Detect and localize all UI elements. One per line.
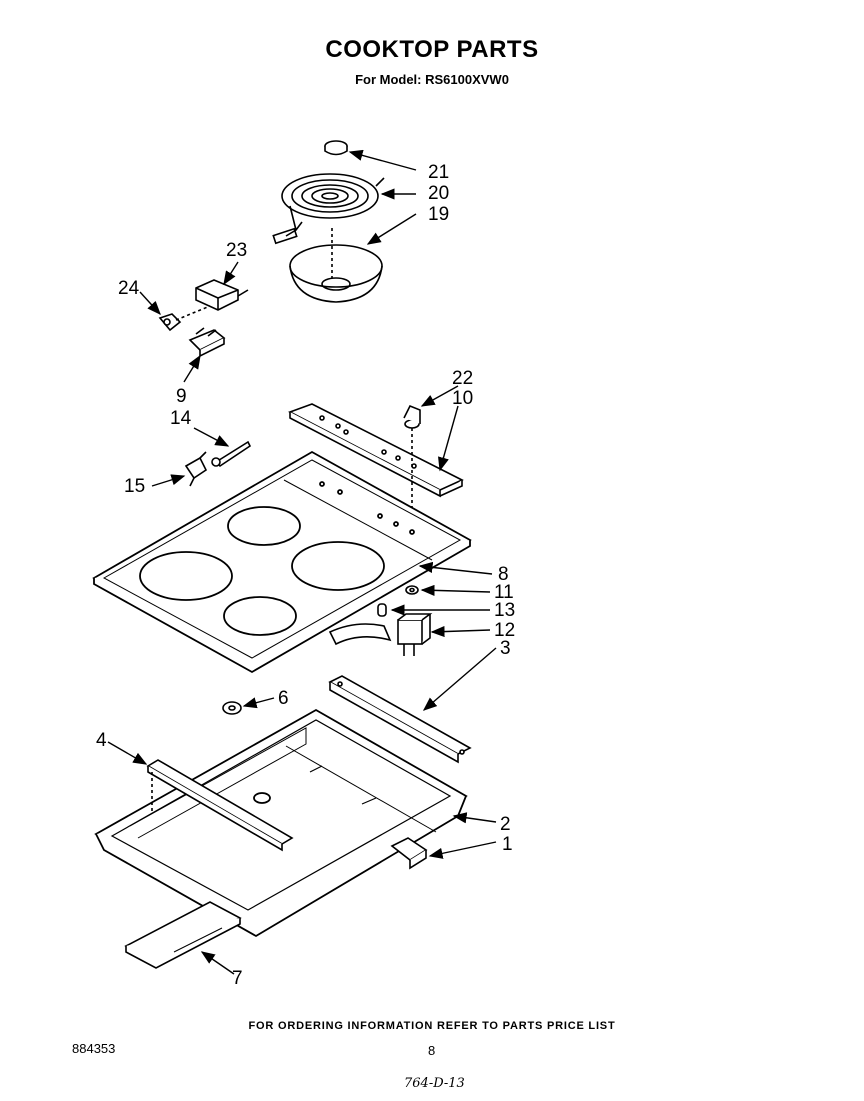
callout-labels: 21 20 19 23 24 9 22 10 14 15 8 11 13 12 … (96, 162, 515, 989)
callout-19: 19 (428, 204, 449, 225)
callout-15: 15 (124, 476, 145, 497)
knob-cap-part (324, 140, 348, 156)
callout-4: 4 (96, 730, 107, 751)
indicator-light-part (328, 603, 392, 646)
burner-box-part (94, 708, 468, 938)
callout-7: 7 (232, 968, 243, 989)
callout-10: 10 (452, 388, 473, 409)
grommet-part (405, 585, 419, 595)
callout-2: 2 (500, 814, 511, 835)
handwritten-code: 764-D-13 (404, 1076, 465, 1091)
ordering-info-note: FOR ORDERING INFORMATION REFER TO PARTS … (248, 1020, 616, 1032)
document-number: 884353 (72, 1041, 116, 1056)
terminal-clip-part (158, 305, 211, 332)
callout-3: 3 (500, 638, 511, 659)
callout-8: 8 (498, 564, 509, 585)
callout-11: 11 (494, 582, 514, 603)
page-number: 8 (428, 1043, 436, 1058)
page-title: COOKTOP PARTS (325, 36, 539, 63)
model-subtitle: For Model: RS6100XVW0 (355, 72, 509, 87)
cooktop-main-top-part (92, 450, 472, 674)
callout-22: 22 (452, 368, 473, 389)
callout-23: 23 (226, 240, 247, 261)
callout-20: 20 (428, 183, 449, 204)
clip-part (184, 451, 208, 487)
terminal-bracket-part (195, 279, 249, 311)
callout-12: 12 (494, 620, 515, 641)
callout-14: 14 (170, 408, 192, 429)
knob-part (403, 404, 421, 520)
bumper-part (222, 701, 242, 715)
infinite-switch-part (397, 613, 433, 656)
callout-13: 13 (494, 600, 515, 621)
drip-bowl-part (289, 228, 383, 303)
side-rail-part (390, 837, 428, 870)
rear-bracket-part (328, 675, 472, 764)
callout-6: 6 (278, 688, 289, 709)
support-channel-part (124, 901, 242, 969)
stud-part (211, 440, 252, 468)
leader-lines (107, 149, 497, 975)
callout-9: 9 (176, 386, 187, 407)
control-panel-strip-part (288, 403, 464, 498)
callout-21: 21 (428, 162, 449, 183)
cross-brace-part (146, 759, 294, 852)
callout-1: 1 (502, 834, 513, 855)
receptacle-part (188, 327, 226, 358)
callout-24: 24 (118, 278, 140, 299)
surface-element-part (272, 173, 385, 245)
